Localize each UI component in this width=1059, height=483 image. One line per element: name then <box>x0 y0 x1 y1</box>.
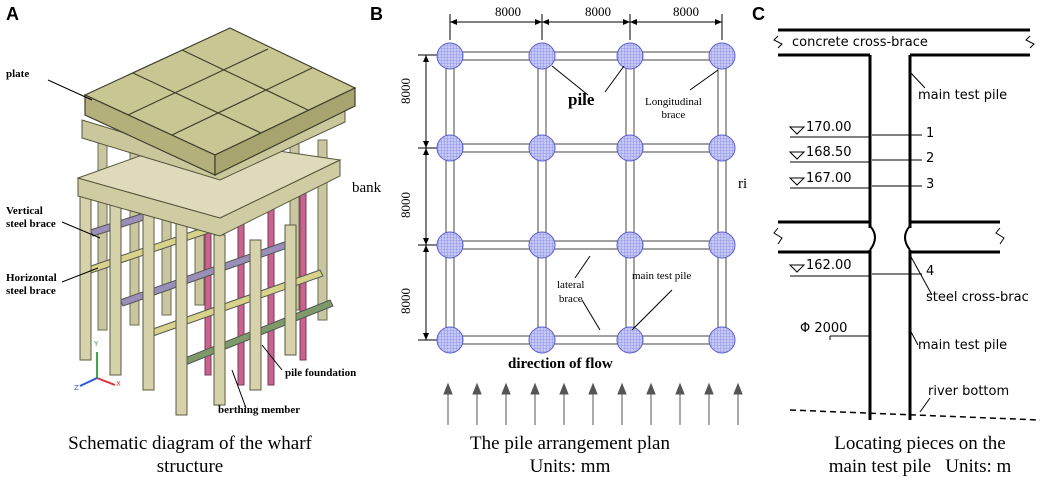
caption-b-line1: The pile arrangement plan <box>470 433 670 454</box>
caption-b-line2: Units: mm <box>529 456 611 477</box>
label-pile: pile <box>568 90 595 109</box>
elevation-index-3: 3 <box>926 177 935 192</box>
label-main-test-pile-top: main test pile <box>918 88 1008 103</box>
pile-r1c1 <box>436 42 464 70</box>
label-main-test-pile-bottom: main test pile <box>918 338 1008 353</box>
axis-y-label: Y <box>94 340 99 348</box>
caption-c: Locating pieces on the main test pile Un… <box>790 432 1050 478</box>
label-horizontal-line1: Horizontal <box>6 272 57 284</box>
label-main-test-pile-b: main test pile <box>632 270 692 282</box>
elevation-index-4: 4 <box>926 264 935 279</box>
caption-a-line2: structure <box>156 456 224 477</box>
elevation-170: 170.00 <box>806 120 852 135</box>
elevation-index-2: 2 <box>926 151 935 166</box>
caption-a-line1: Schematic diagram of the wharf <box>68 433 312 454</box>
elevation-index-1: 1 <box>926 126 935 141</box>
dim-top-3: 8000 <box>673 4 699 19</box>
label-horizontal-steel-brace: Horizontal steel brace <box>6 272 57 298</box>
label-diameter: Φ 2000 <box>800 321 848 336</box>
label-bank: bank <box>352 180 382 196</box>
dim-left-2: 8000 <box>398 192 413 218</box>
label-concrete-cross-brace: concrete cross-brace <box>790 35 930 50</box>
label-river-partial: ri <box>738 176 748 192</box>
label-direction-of-flow: direction of flow <box>508 356 613 372</box>
caption-c-line2: main test pile Units: m <box>828 456 1012 477</box>
caption-b: The pile arrangement plan Units: mm <box>420 432 720 478</box>
elevation-168: 168.50 <box>806 145 852 160</box>
label-pile-foundation: pile foundation <box>285 367 357 379</box>
caption-a: Schematic diagram of the wharf structure <box>20 432 360 478</box>
elevation-167: 167.00 <box>806 171 852 186</box>
dim-left-3: 8000 <box>398 288 413 314</box>
label-plate: plate <box>6 68 30 80</box>
label-vertical-line1: Vertical <box>6 205 43 217</box>
label-longitudinal-line2: brace <box>661 109 686 121</box>
dim-left-1: 8000 <box>398 78 413 104</box>
panel-letter-a: A <box>6 4 19 24</box>
dim-top-2: 8000 <box>585 4 611 19</box>
elevation-162: 162.00 <box>806 258 852 273</box>
caption-c-line1: Locating pieces on the <box>834 433 1006 454</box>
panel-letter-b: B <box>370 4 383 24</box>
label-lateral-brace: lateral brace <box>557 278 584 306</box>
pile-elevation <box>773 28 1041 421</box>
label-steel-cross-brace: steel cross-brac <box>926 290 1029 305</box>
label-berthing-member: berthing member <box>218 404 301 416</box>
label-lateral-line2: brace <box>558 293 583 305</box>
label-horizontal-line2: steel brace <box>6 285 56 297</box>
label-vertical-line2: steel brace <box>6 218 56 230</box>
pile-plan <box>418 14 743 425</box>
label-river-bottom: river bottom <box>928 384 1010 399</box>
label-lateral-line1: lateral <box>557 279 585 291</box>
panel-letter-c: C <box>752 4 765 24</box>
label-longitudinal-brace: Longitudinal brace <box>645 96 702 122</box>
axis-z-label: Z <box>74 384 79 392</box>
axis-x-label: X <box>116 380 121 388</box>
label-longitudinal-line1: Longitudinal <box>645 96 702 108</box>
label-vertical-steel-brace: Vertical steel brace <box>6 205 56 231</box>
wharf-schematic <box>47 27 357 416</box>
dim-top-1: 8000 <box>495 4 521 19</box>
